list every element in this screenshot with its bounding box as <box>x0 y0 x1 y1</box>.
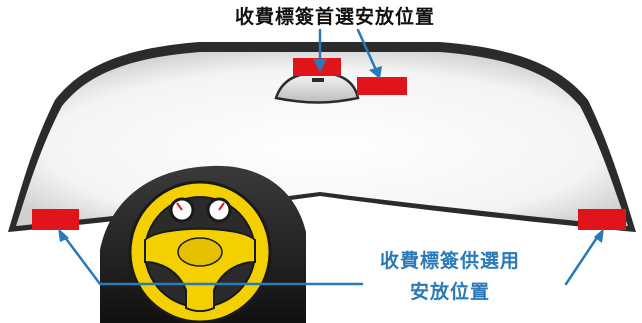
steering-wheel-icon <box>128 180 272 323</box>
arrow-bottom-right <box>564 234 600 286</box>
arrow-bottom-right-head <box>594 228 604 243</box>
arrows <box>58 28 604 286</box>
arrow-top-left-head <box>313 59 327 72</box>
preferred-location-label: 收費標簽首選安放位置 <box>234 6 435 28</box>
arrow-top-right <box>356 28 378 72</box>
toll-tag-preferred-right <box>357 77 407 95</box>
speedometer-gauge-icon <box>169 197 232 223</box>
alternative-location-label-line2: 安放位置 <box>409 281 490 303</box>
arrow-top-right-head <box>369 66 382 79</box>
toll-tag-preferred-center <box>293 58 341 76</box>
rear-view-mirror-icon <box>274 71 360 104</box>
arrow-bottom-left-head <box>58 228 69 242</box>
alternative-location-label: 收費標簽供選用 安放位置 <box>360 246 540 308</box>
toll-tag-alternative-right <box>578 209 626 230</box>
alternative-location-label-line1: 收費標簽供選用 <box>379 250 520 272</box>
arrow-bottom-left <box>62 234 364 286</box>
toll-tag-alternative-left <box>32 209 79 230</box>
